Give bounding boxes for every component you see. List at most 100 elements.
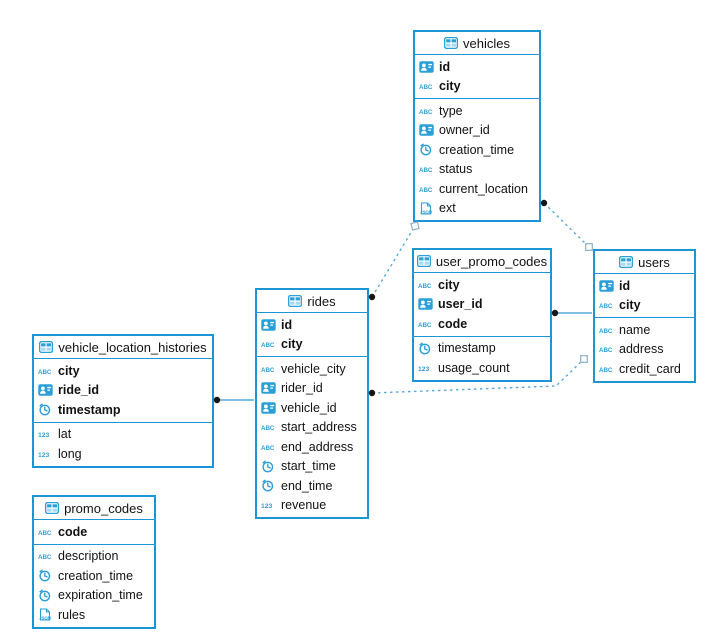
field-row-creation_time[interactable]: creation_time xyxy=(415,140,539,160)
field-row-owner_id[interactable]: owner_id xyxy=(415,121,539,141)
table-name: rides xyxy=(307,293,336,309)
relation-diamond-marker xyxy=(585,243,593,251)
field-name: end_time xyxy=(281,478,333,493)
field-row-vehicle_id[interactable]: vehicle_id xyxy=(257,398,367,418)
field-row-end_time[interactable]: end_time xyxy=(257,476,367,496)
field-row-ride_id[interactable]: ride_id xyxy=(34,381,212,401)
field-name: lat xyxy=(58,427,72,442)
field-row-code[interactable]: ABC code xyxy=(34,522,154,542)
columns-section: ABC description creation_time expiration_ti… xyxy=(34,545,154,627)
id-badge-icon xyxy=(38,384,54,396)
field-row-rider_id[interactable]: rider_id xyxy=(257,379,367,399)
field-name: creation_time xyxy=(439,142,515,157)
string-type-icon: ABC xyxy=(599,324,615,336)
field-row-user_id[interactable]: user_id xyxy=(414,295,550,315)
field-name: expiration_time xyxy=(58,588,143,603)
svg-text:ABC: ABC xyxy=(419,167,433,174)
table-header[interactable]: rides xyxy=(257,290,367,313)
string-type-icon: ABC xyxy=(599,363,615,375)
field-name: city xyxy=(439,79,461,94)
field-row-expiration_time[interactable]: expiration_time xyxy=(34,586,154,606)
string-type-icon: ABC xyxy=(38,526,54,538)
field-name: description xyxy=(58,549,119,564)
field-row-start_time[interactable]: start_time xyxy=(257,457,367,477)
relation-line-rides-users[interactable] xyxy=(371,358,585,394)
table-header[interactable]: vehicles xyxy=(415,32,539,55)
field-name: address xyxy=(619,342,664,357)
table-header[interactable]: promo_codes xyxy=(34,497,154,520)
string-type-icon: ABC xyxy=(418,318,434,330)
string-type-icon: ABC xyxy=(599,343,615,355)
string-type-icon: ABC xyxy=(419,183,435,195)
field-name: code xyxy=(58,524,88,539)
field-row-id[interactable]: id xyxy=(595,276,694,296)
string-type-icon: ABC xyxy=(261,421,277,433)
svg-text:ABC: ABC xyxy=(38,530,52,537)
field-row-city[interactable]: ABC city xyxy=(257,335,367,355)
table-header[interactable]: users xyxy=(595,251,694,274)
id-badge-icon xyxy=(261,319,277,331)
field-name: code xyxy=(438,316,468,331)
svg-text:ABC: ABC xyxy=(261,367,275,374)
svg-text:ABC: ABC xyxy=(418,322,432,329)
field-row-id[interactable]: id xyxy=(257,315,367,335)
field-row-creation_time[interactable]: creation_time xyxy=(34,566,154,586)
svg-text:JSON: JSON xyxy=(420,209,432,214)
table-icon xyxy=(45,502,60,514)
relation-line-vehicles-users[interactable] xyxy=(543,202,590,248)
field-row-credit_card[interactable]: ABC credit_card xyxy=(595,359,694,379)
field-name: city xyxy=(281,337,303,352)
field-name: id xyxy=(281,317,293,332)
field-row-timestamp[interactable]: timestamp xyxy=(414,339,550,359)
table-header[interactable]: user_promo_codes xyxy=(414,250,550,273)
field-row-address[interactable]: ABC address xyxy=(595,340,694,360)
string-type-icon: ABC xyxy=(38,550,54,562)
string-type-icon: ABC xyxy=(419,163,435,175)
string-type-icon: ABC xyxy=(599,299,615,311)
field-row-code[interactable]: ABC code xyxy=(414,314,550,334)
relation-diamond-marker xyxy=(410,221,420,231)
field-row-id[interactable]: id xyxy=(415,57,539,77)
field-row-description[interactable]: ABC description xyxy=(34,547,154,567)
field-name: credit_card xyxy=(619,361,681,376)
field-name: id xyxy=(619,278,631,293)
relation-line-rides-vehicles[interactable] xyxy=(371,225,416,298)
table-name: user_promo_codes xyxy=(435,253,548,269)
string-type-icon: ABC xyxy=(261,338,277,350)
table-header[interactable]: vehicle_location_histories xyxy=(34,336,212,359)
svg-text:ABC: ABC xyxy=(599,347,613,354)
field-name: timestamp xyxy=(438,341,496,356)
key-columns-section: ABC code xyxy=(34,520,154,545)
string-type-icon: ABC xyxy=(261,363,277,375)
field-row-timestamp[interactable]: timestamp xyxy=(34,400,212,420)
id-badge-icon xyxy=(419,61,435,73)
